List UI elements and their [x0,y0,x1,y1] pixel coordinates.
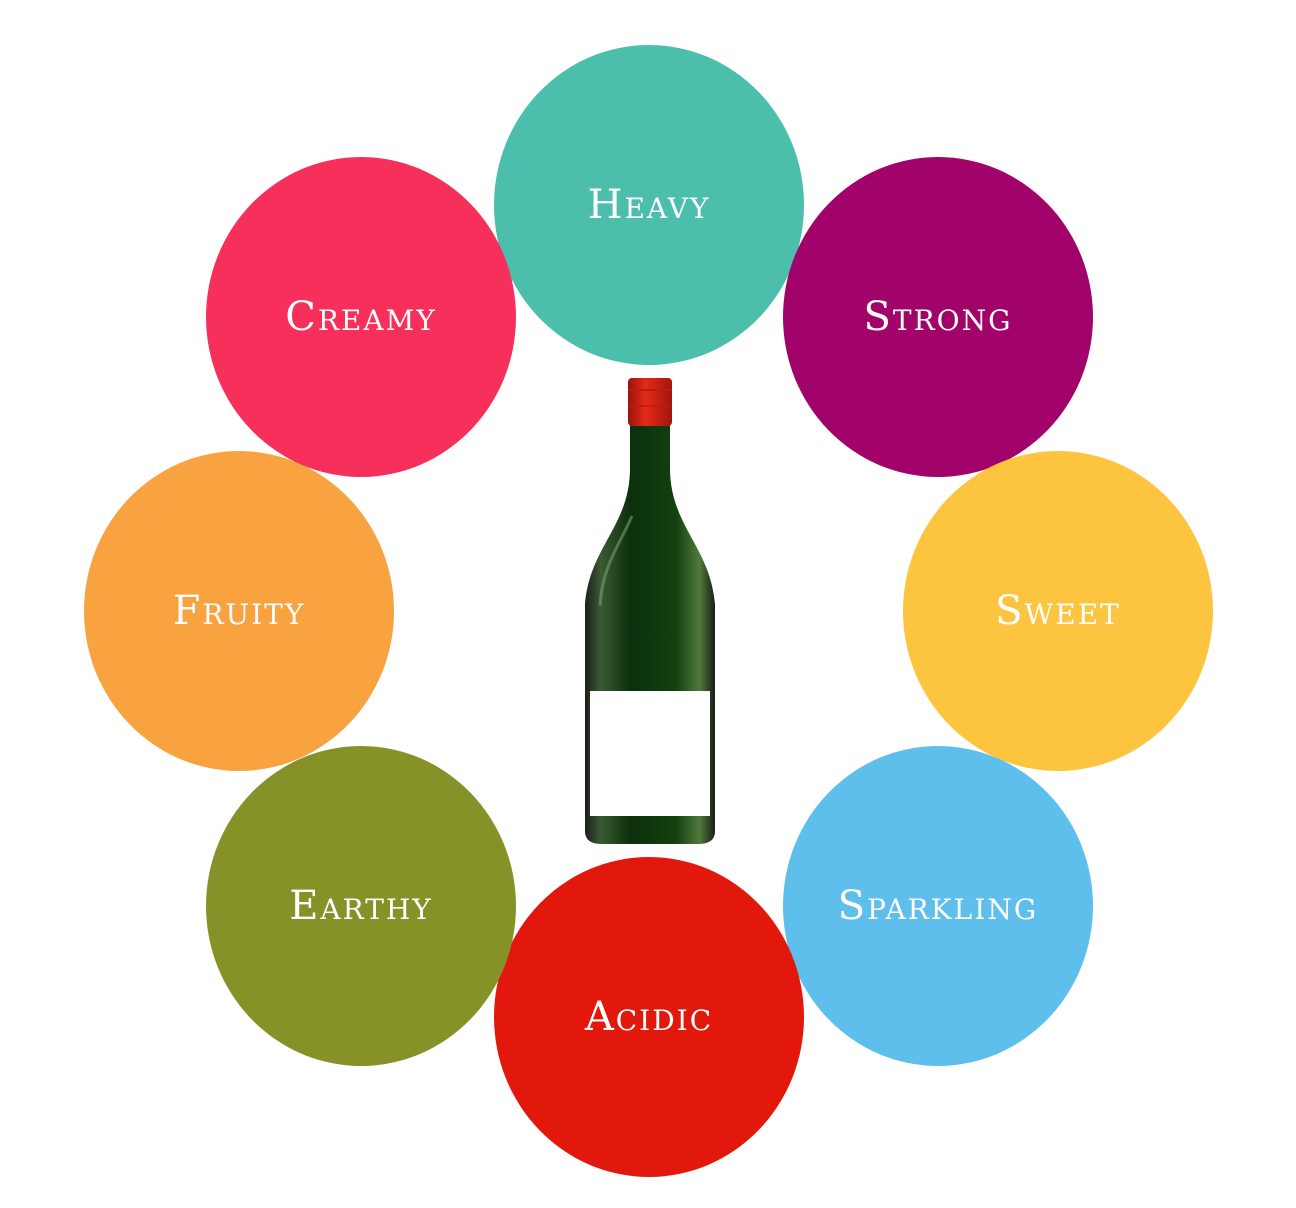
bottle-cap [628,378,672,426]
circle-sweet: Sweet [903,451,1213,771]
label-earthy: Earthy [289,883,433,929]
label-strong: Strong [863,294,1013,340]
label-fruity: Fruity [172,588,306,634]
bottle-label [590,691,710,816]
wine-bottle-icon [580,376,720,846]
circle-heavy: Heavy [494,45,804,365]
circle-creamy: Creamy [206,157,516,477]
label-sweet: Sweet [995,588,1121,634]
circle-fruity: Fruity [84,451,394,771]
circle-acidic: Acidic [494,857,804,1177]
circle-strong: Strong [783,157,1093,477]
label-sparkling: Sparkling [837,883,1039,929]
wine-bottle-graphic [585,378,715,844]
label-heavy: Heavy [587,182,711,228]
circle-earthy: Earthy [206,746,516,1066]
circle-sparkling: Sparkling [783,746,1093,1066]
label-creamy: Creamy [285,294,437,340]
label-acidic: Acidic [584,994,714,1040]
